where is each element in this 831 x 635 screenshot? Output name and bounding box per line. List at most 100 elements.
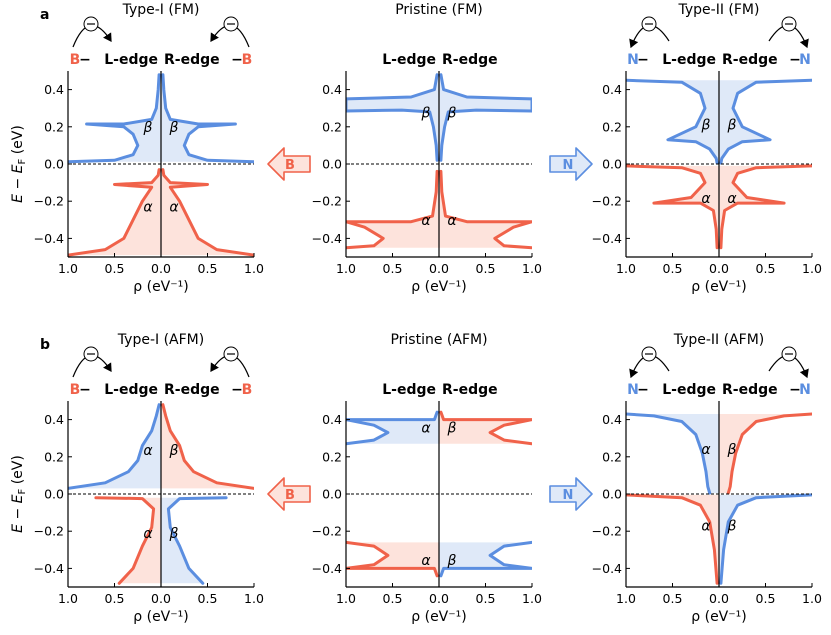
x-tick-label: 0.5 (383, 261, 403, 276)
x-tick-label: 1.0 (58, 261, 78, 276)
y-tick-label: 0.2 (322, 119, 342, 134)
dos-curve-right-3 (439, 169, 532, 250)
dos-fill-right-3 (719, 165, 812, 248)
dos-fill-left-2 (346, 171, 439, 248)
transfer-arrow-left: B (267, 477, 311, 511)
spin-label: α (701, 518, 711, 534)
y-tick-label: 0.0 (44, 157, 64, 172)
bond-dash: − (79, 52, 91, 68)
y-axis-label: E − EF (eV) (10, 125, 28, 203)
dos-curve-left-2 (346, 169, 439, 250)
x-tick-label: 0.5 (756, 591, 776, 606)
y-tick-label: −0.4 (34, 231, 64, 246)
x-tick-label: 0.5 (663, 591, 683, 606)
x-tick-label: 0.0 (151, 261, 171, 276)
x-tick-label: 1.0 (616, 591, 636, 606)
y-axis-label-sub: F (17, 489, 28, 495)
y-tick-label: −0.2 (312, 524, 342, 539)
x-tick-label: 1.0 (336, 261, 356, 276)
left-dopant-tag: B (70, 382, 81, 398)
x-axis-label: ρ (eV⁻¹) (411, 279, 466, 295)
r-edge-label: R-edge (442, 382, 498, 398)
y-tick-label: 0.2 (44, 119, 64, 134)
spin-label: β (701, 117, 711, 133)
dos-fill-right-3 (161, 497, 227, 584)
dos-curve-left-0 (68, 73, 161, 164)
y-tick-label: 0.4 (322, 82, 342, 97)
dos-curve-right-1 (161, 403, 254, 490)
l-edge-label: L-edge (662, 382, 716, 398)
right-dopant-tag: N (799, 52, 811, 68)
dos-curve-right-1 (726, 412, 812, 495)
dos-curve-right-1 (439, 73, 532, 162)
x-tick-label: 1.0 (244, 591, 264, 606)
y-axis-label: E − EF (eV) (10, 455, 28, 533)
y-tick-label: −0.4 (312, 561, 342, 576)
y-axis-label-sub: F (17, 159, 28, 165)
y-tick-label: 0.2 (322, 449, 342, 464)
transfer-arrow-text: N (563, 488, 574, 503)
x-tick-label: 0.5 (663, 261, 683, 276)
dos-curve-right-1 (439, 410, 532, 446)
x-tick-label: 1.0 (336, 591, 356, 606)
transfer-arrow-text: B (285, 158, 295, 173)
y-axis-label-main: E − E (10, 164, 26, 202)
dos-curve-left-0 (346, 410, 439, 446)
bond-dash: − (637, 382, 649, 398)
transfer-arrow-right: N (549, 477, 593, 511)
transfer-arrow-shape (549, 147, 593, 181)
x-axis-label: ρ (eV⁻¹) (411, 609, 466, 625)
panel-title: Pristine (FM) (395, 2, 483, 18)
transfer-arrow-text: N (563, 158, 574, 173)
x-axis-label: ρ (eV⁻¹) (133, 279, 188, 295)
y-tick-label: 0.0 (44, 487, 64, 502)
y-tick-label: 0.0 (322, 157, 342, 172)
l-edge-label: L-edge (662, 52, 716, 68)
spin-label: β (447, 421, 457, 437)
y-tick-label: 0.4 (602, 82, 622, 97)
l-edge-label: L-edge (382, 382, 436, 398)
spin-label: α (143, 443, 153, 459)
y-tick-label: −0.2 (592, 194, 622, 209)
spin-label: α (143, 199, 153, 215)
x-tick-label: 1.0 (522, 261, 542, 276)
bond-dash: − (637, 52, 649, 68)
y-tick-label: −0.4 (592, 231, 622, 246)
spin-label: β (727, 518, 737, 534)
y-tick-label: 0.2 (602, 449, 622, 464)
x-tick-label: 0.5 (198, 591, 218, 606)
dos-fill-right-3 (439, 171, 532, 248)
spin-label: β (727, 117, 737, 133)
dos-fill-left-0 (68, 74, 161, 162)
right-dopant-tag: N (799, 382, 811, 398)
x-tick-label: 0.5 (383, 591, 403, 606)
dos-curve-right-1 (719, 78, 812, 165)
dos-curve-left-0 (626, 412, 712, 495)
dos-fill-left-2 (626, 494, 719, 584)
panel-title: Type-II (AFM) (673, 332, 765, 348)
transfer-arrow-shape (549, 477, 593, 511)
dos-fill-right-3 (719, 494, 812, 584)
x-tick-label: 1.0 (522, 591, 542, 606)
x-tick-label: 1.0 (802, 261, 822, 276)
x-tick-label: 0.0 (709, 261, 729, 276)
x-tick-label: 0.5 (105, 261, 125, 276)
panel-title: Pristine (AFM) (390, 332, 487, 348)
x-tick-label: 0.0 (709, 591, 729, 606)
row-label: a (40, 7, 49, 23)
transfer-arrow-shape (267, 477, 311, 511)
spin-label: β (169, 526, 179, 542)
y-axis-label-main: E − E (10, 494, 26, 532)
dos-curve-left-0 (68, 403, 161, 490)
spin-label: α (701, 442, 711, 458)
spin-label: β (727, 442, 737, 458)
y-axis-label-unit: (eV) (10, 455, 26, 489)
spin-label: α (701, 191, 711, 207)
